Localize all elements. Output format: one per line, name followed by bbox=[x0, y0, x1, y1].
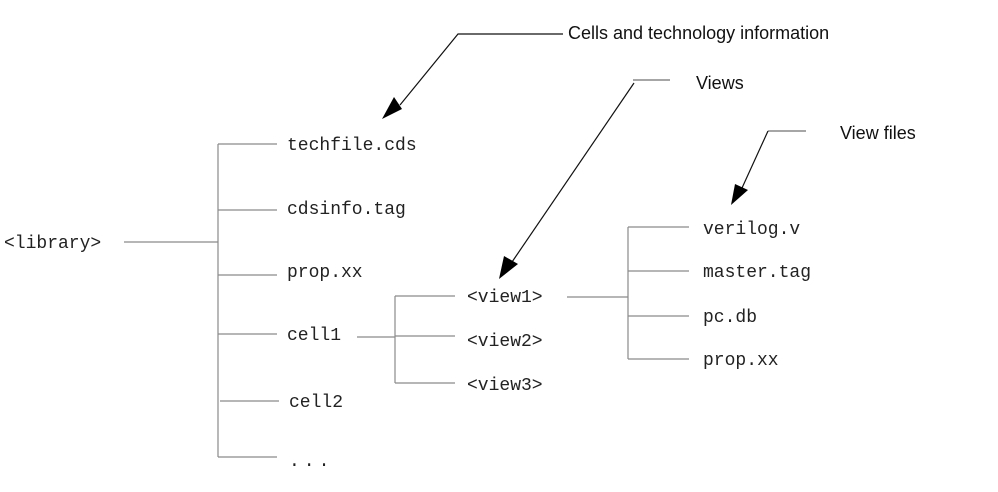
library-item-cell2: cell2 bbox=[289, 393, 343, 413]
view-file-verilog: verilog.v bbox=[703, 220, 800, 240]
views-arrow-line bbox=[511, 82, 635, 263]
library-item-prop: prop.xx bbox=[287, 263, 363, 283]
library-item-techfile: techfile.cds bbox=[287, 136, 417, 156]
arrow-head-icon bbox=[731, 184, 748, 205]
view-item-1: <view1> bbox=[467, 288, 543, 308]
annotation-view-files: View files bbox=[840, 123, 916, 143]
cells-tech-leader bbox=[399, 33, 563, 106]
view-file-master: master.tag bbox=[703, 263, 811, 283]
library-item-cdsinfo: cdsinfo.tag bbox=[287, 200, 406, 220]
library-item-more: ... bbox=[289, 452, 333, 472]
arrow-head-icon bbox=[499, 256, 518, 279]
annotation-views: Views bbox=[696, 73, 744, 93]
arrow-head-icon bbox=[382, 97, 402, 119]
view-file-prop: prop.xx bbox=[703, 351, 779, 371]
library-item-cell1: cell1 bbox=[287, 326, 341, 346]
library-root-label: <library> bbox=[4, 234, 101, 254]
view-file-pcdb: pc.db bbox=[703, 308, 757, 328]
view-files-arrow-line bbox=[741, 130, 769, 189]
view-item-2: <view2> bbox=[467, 332, 543, 352]
annotation-cells-tech: Cells and technology information bbox=[568, 23, 829, 43]
view-item-3: <view3> bbox=[467, 376, 543, 396]
